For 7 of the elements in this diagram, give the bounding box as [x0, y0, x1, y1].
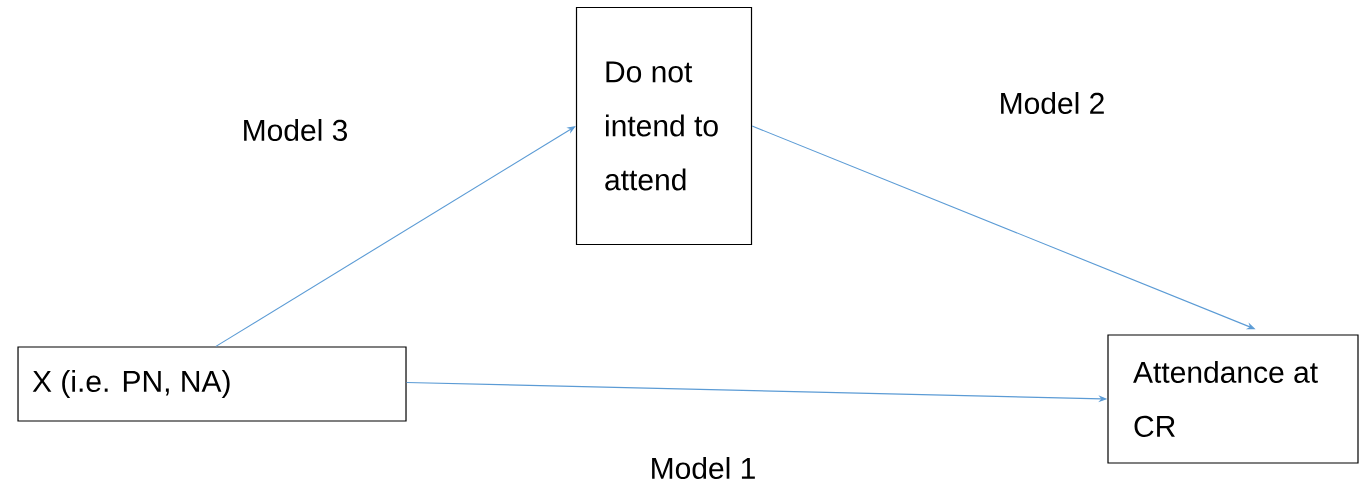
text-box: Do not intend to attend — [575, 6, 753, 246]
edge-label: Model 1 — [647, 455, 759, 481]
edge-label: Model 2 — [996, 90, 1108, 116]
text-box: X (i.e. PN, NA) — [17, 346, 407, 422]
edge-label: Model 3 — [239, 117, 351, 143]
text-box: Attendance at CR — [1107, 334, 1359, 464]
arrow — [215, 126, 576, 347]
